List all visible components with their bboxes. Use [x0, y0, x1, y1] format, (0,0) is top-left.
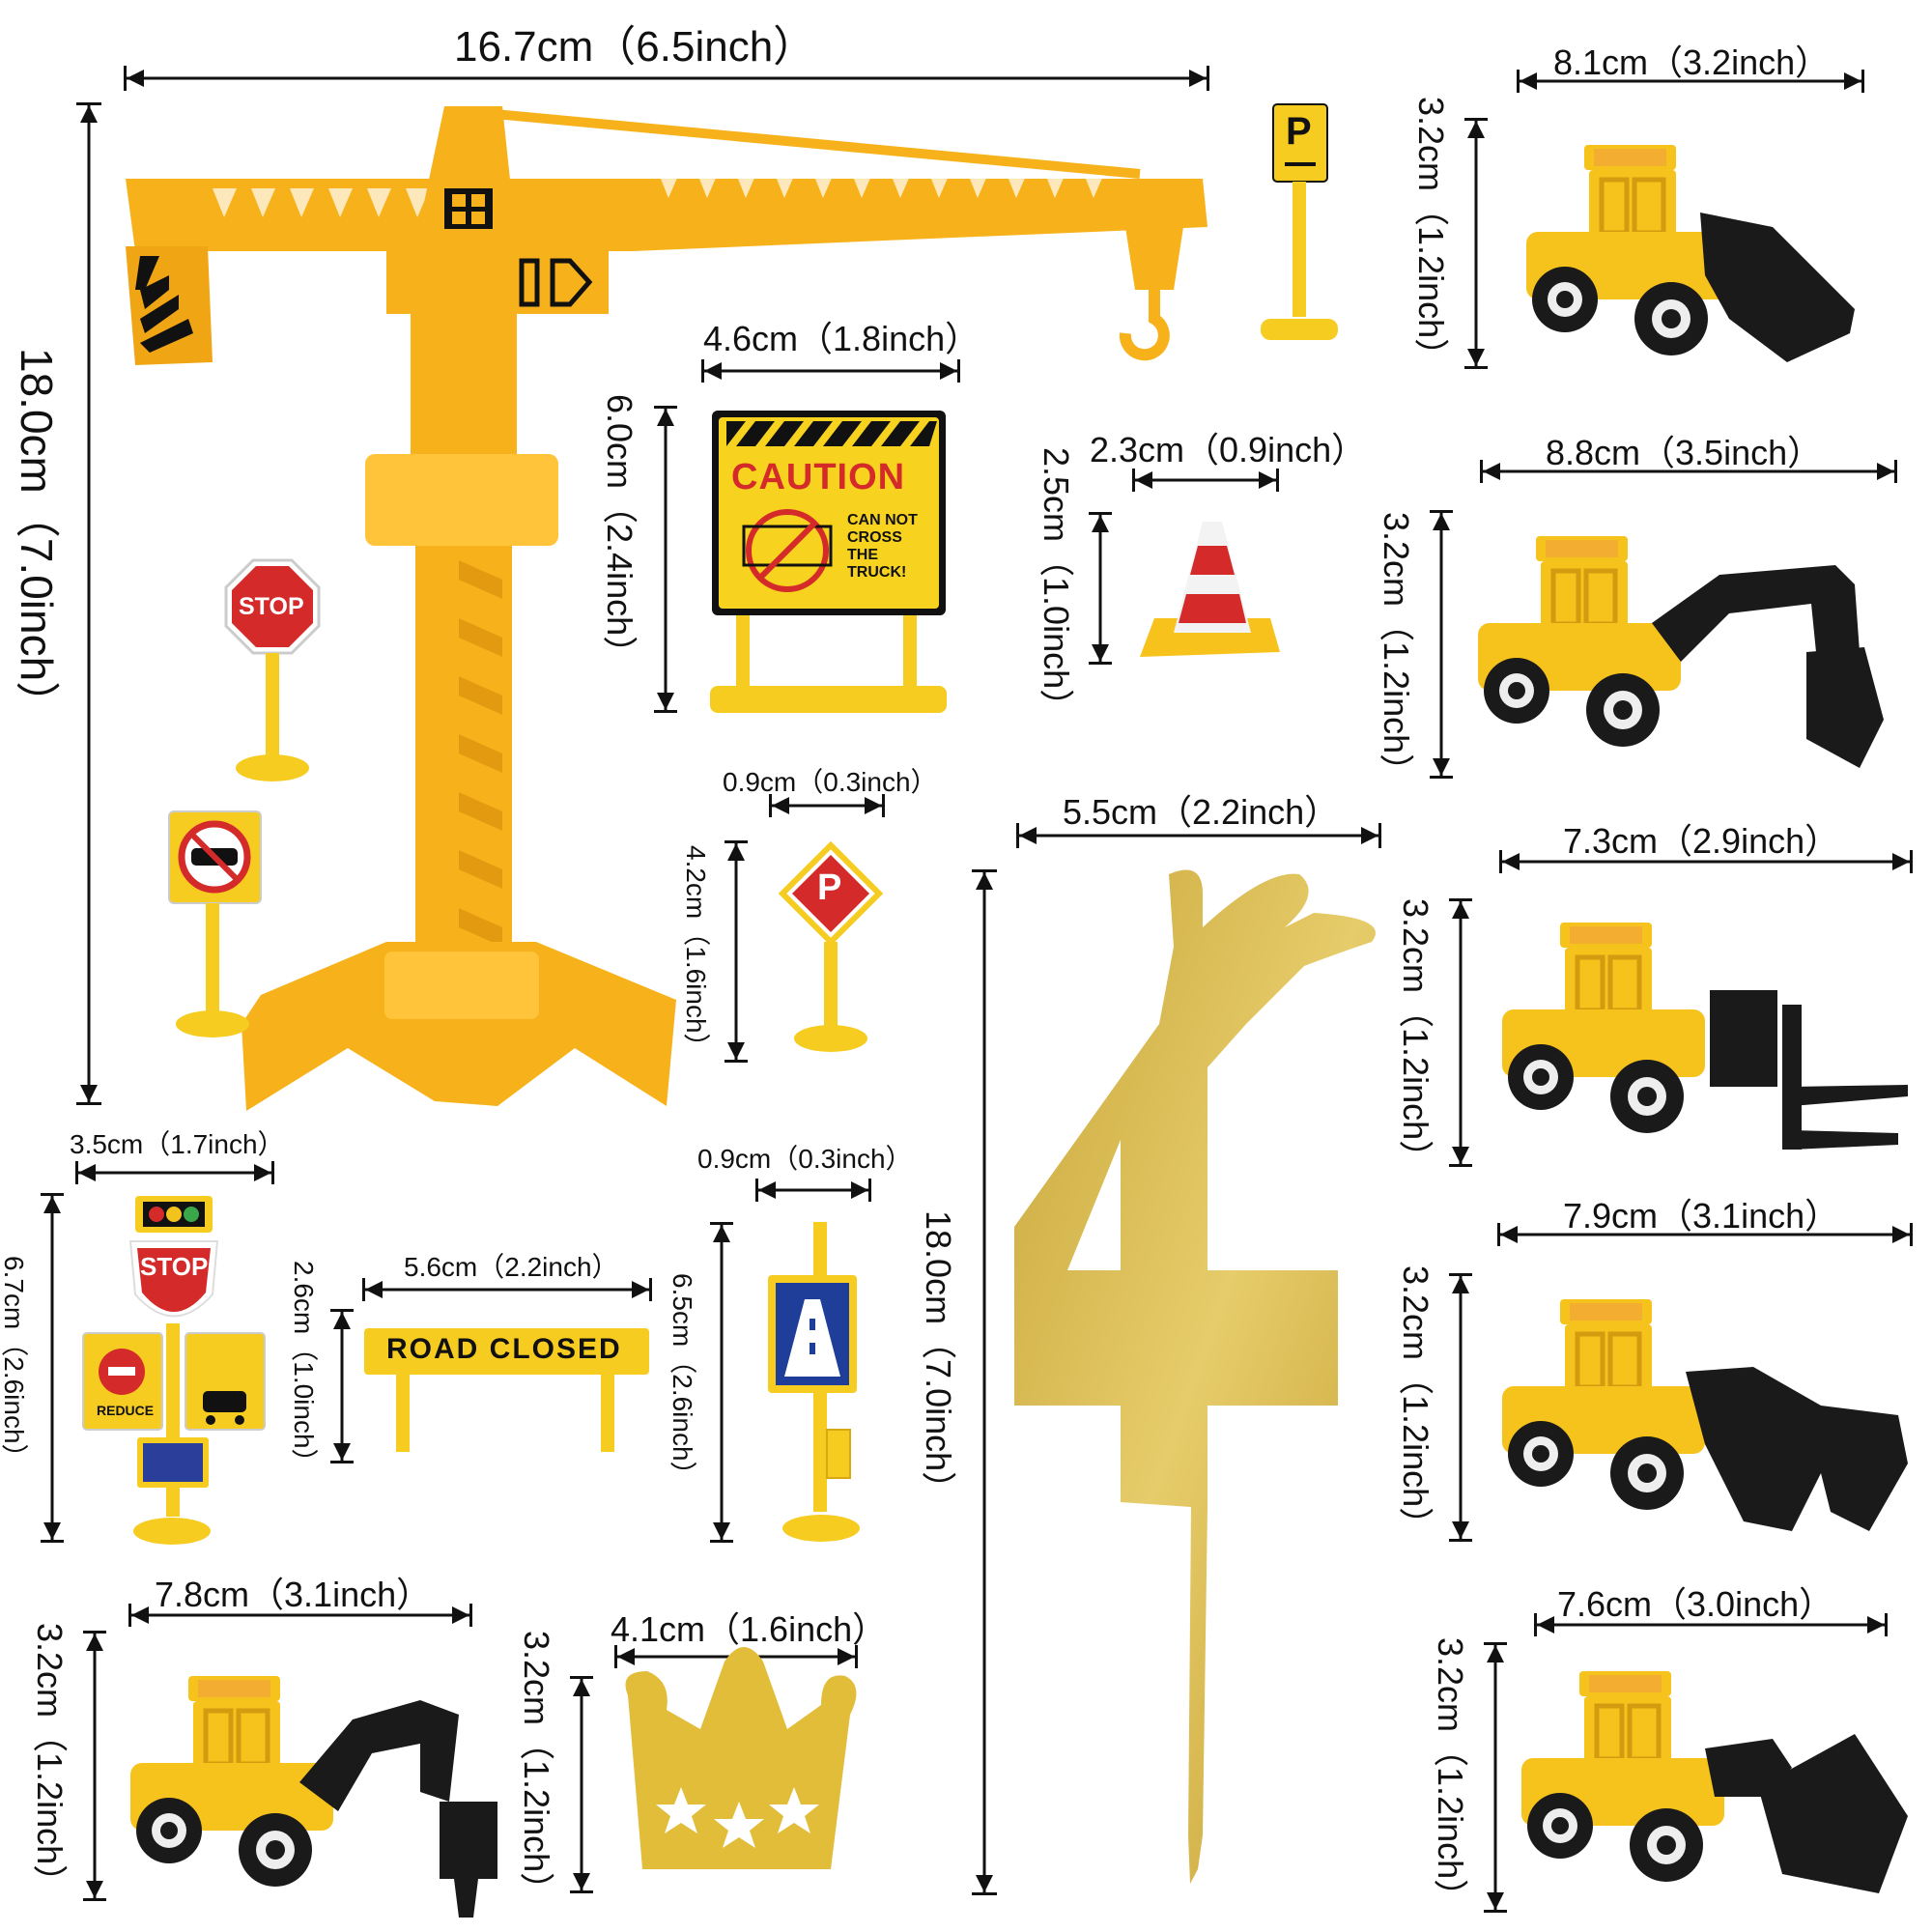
- traffic-width-arrow: [75, 1161, 274, 1184]
- parking-diamond-letter: P: [817, 867, 842, 908]
- crane-width-arrow: [124, 66, 1209, 91]
- caution-width-label: 4.6cm（1.8inch）: [703, 319, 980, 358]
- road-closed-text: ROAD CLOSED: [386, 1333, 622, 1365]
- drill-height-arrow: [83, 1631, 106, 1901]
- psign-height-arrow: [724, 840, 748, 1063]
- crane-height-arrow: [76, 102, 101, 1105]
- topper-width-arrow: [1016, 823, 1381, 848]
- traffic-stop-text: STOP: [140, 1252, 209, 1281]
- truck4-height-arrow: [1449, 1273, 1472, 1542]
- cone-height-arrow: [1089, 512, 1112, 665]
- truck1-height-arrow: [1464, 118, 1488, 369]
- caution-sub1: CAN NOT: [847, 512, 918, 528]
- truck2-width-label: 8.8cm（3.5inch）: [1546, 433, 1823, 472]
- road-width-arrow: [362, 1278, 652, 1301]
- truck1-width-label: 8.1cm（3.2inch）: [1553, 43, 1831, 82]
- forklift-truck: [1502, 923, 1908, 1150]
- road-width-label: 5.6cm（2.2inch）: [404, 1252, 619, 1282]
- crown-width-label: 4.1cm（1.6inch）: [611, 1609, 888, 1649]
- truck2-width-arrow: [1480, 460, 1897, 483]
- truck4-width-label: 7.9cm（3.1inch）: [1563, 1196, 1840, 1236]
- truck3-width-label: 7.3cm（2.9inch）: [1563, 821, 1840, 861]
- reduce-text: REDUCE: [97, 1403, 155, 1418]
- traffic-height-arrow: [41, 1193, 64, 1543]
- caution-width-arrow: [701, 359, 960, 383]
- excavator-truck: [1478, 536, 1884, 768]
- grapple-truck: [1502, 1299, 1908, 1531]
- psign-width-label: 0.9cm（0.3inch）: [723, 767, 938, 797]
- topper-width-label: 5.5cm（2.2inch）: [1063, 792, 1340, 832]
- bulldozer-truck: [1526, 145, 1855, 362]
- parking-sign-small-letter: P: [1286, 110, 1312, 153]
- truck5-width-label: 7.6cm（3.0inch）: [1557, 1584, 1834, 1624]
- caution-sub3: THE: [847, 547, 878, 563]
- hwy-width-arrow: [755, 1179, 871, 1202]
- caution-sub2: CROSS: [847, 529, 902, 546]
- truck2-height-arrow: [1430, 510, 1453, 779]
- truck1-width-arrow: [1517, 70, 1864, 93]
- drill-truck: [130, 1676, 497, 1918]
- crane-width-label: 16.7cm（6.5inch）: [454, 23, 816, 71]
- front-loader-truck: [1521, 1671, 1908, 1893]
- road-height-arrow: [330, 1309, 354, 1463]
- hwy-width-label: 0.9cm（0.3inch）: [697, 1144, 913, 1174]
- caution-sub4: TRUCK!: [847, 564, 907, 581]
- cone-width-arrow: [1132, 469, 1279, 492]
- truck3-width-arrow: [1499, 850, 1913, 873]
- truck5-height-arrow: [1484, 1642, 1507, 1913]
- truck4-width-arrow: [1497, 1223, 1913, 1246]
- hwy-height-arrow: [710, 1222, 733, 1543]
- drill-width-arrow: [128, 1604, 472, 1627]
- caution-title: CAUTION: [731, 457, 906, 497]
- truck5-width-arrow: [1534, 1613, 1888, 1636]
- stop-sign-text: STOP: [239, 593, 304, 620]
- drill-width-label: 7.8cm（3.1inch）: [155, 1575, 432, 1614]
- psign-width-arrow: [769, 794, 885, 817]
- caution-height-arrow: [654, 406, 677, 713]
- crown-height-arrow: [570, 1676, 593, 1893]
- topper-height-arrow: [972, 869, 997, 1895]
- cone-width-label: 2.3cm（0.9inch）: [1090, 430, 1367, 469]
- traffic-width-label: 3.5cm（1.7inch）: [70, 1129, 285, 1159]
- truck3-height-arrow: [1449, 898, 1472, 1167]
